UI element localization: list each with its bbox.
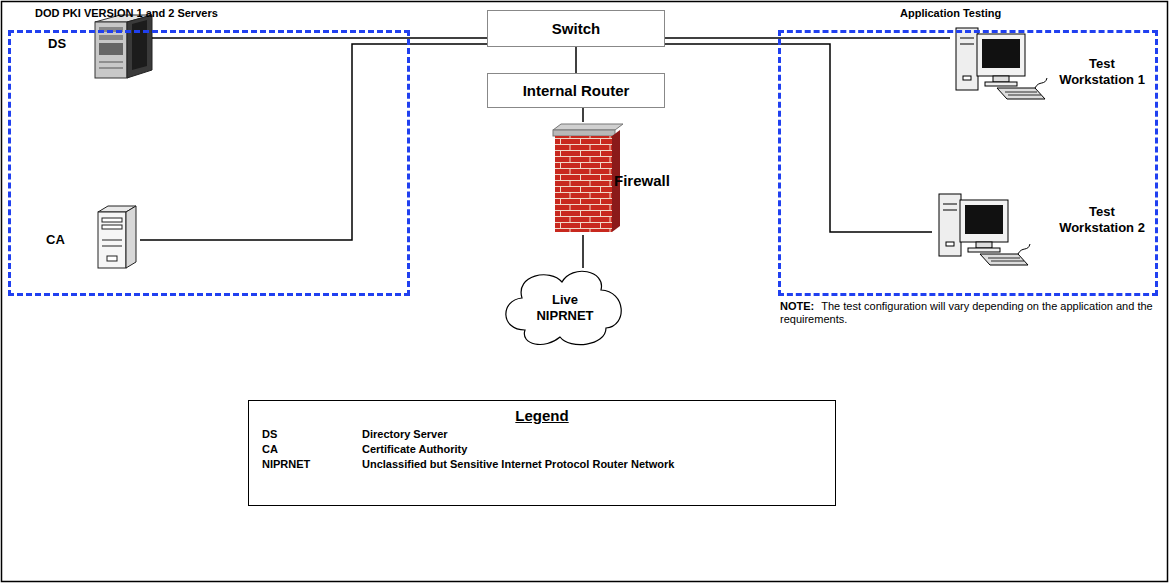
note-label: NOTE: xyxy=(780,300,814,312)
directory-server: DS xyxy=(40,12,152,78)
network-link xyxy=(582,235,584,268)
network-link xyxy=(575,47,577,73)
node-text: Internal Router xyxy=(523,82,630,100)
legend-definition: Certificate Authority xyxy=(362,443,467,455)
legend-abbreviation: DS xyxy=(262,428,277,440)
node-text: Test Workstation 1 xyxy=(1052,56,1152,87)
legend-definition: Directory Server xyxy=(362,428,448,440)
workstation-icon xyxy=(956,28,1047,99)
switch-box: Switch xyxy=(487,10,665,47)
workstation: Test Workstation 1 xyxy=(950,22,1152,104)
network-link xyxy=(152,37,487,39)
node-text: Test Workstation 2 xyxy=(1052,204,1152,235)
certificate-authority-icon xyxy=(98,206,136,268)
node-text: Firewall xyxy=(614,172,670,190)
node-text: CA xyxy=(46,232,65,248)
node-text: Switch xyxy=(552,20,600,38)
node-text: DS xyxy=(48,36,66,52)
legend-box: Legend xyxy=(248,400,836,506)
workstation: Test Workstation 2 xyxy=(932,188,1152,270)
network-link xyxy=(665,44,932,232)
node-text: Live NIPRNET xyxy=(529,292,601,323)
directory-server-icon xyxy=(95,15,152,78)
network-link xyxy=(582,108,584,122)
network-link xyxy=(140,44,487,240)
workstation-icon xyxy=(939,194,1030,265)
server-region: DOD PKI VERSION 1 and 2 ServersDSCA xyxy=(8,30,410,296)
firewall-icon xyxy=(553,124,623,232)
certificate-authority: CA xyxy=(40,200,140,270)
note-block: NOTE:The test configuration will vary de… xyxy=(780,300,1158,326)
node-text: Legend xyxy=(249,407,835,425)
legend-abbreviation: NIPRNET xyxy=(262,458,310,470)
router-box: Internal Router xyxy=(487,73,665,108)
network-cloud-node: Live NIPRNET xyxy=(505,268,625,348)
node-text: Application Testing xyxy=(900,7,1001,20)
node-text: DOD PKI VERSION 1 and 2 Servers xyxy=(35,7,218,20)
network-cloud xyxy=(506,271,621,344)
legend-definition: Unclassified but Sensitive Internet Prot… xyxy=(362,458,674,470)
firewall: Firewall xyxy=(550,122,665,235)
testing-region: Application TestingTest Workstation 1Tes… xyxy=(778,30,1158,296)
network-link xyxy=(665,37,950,39)
note-text: The test configuration will vary dependi… xyxy=(780,300,1153,325)
legend-abbreviation: CA xyxy=(262,443,278,455)
